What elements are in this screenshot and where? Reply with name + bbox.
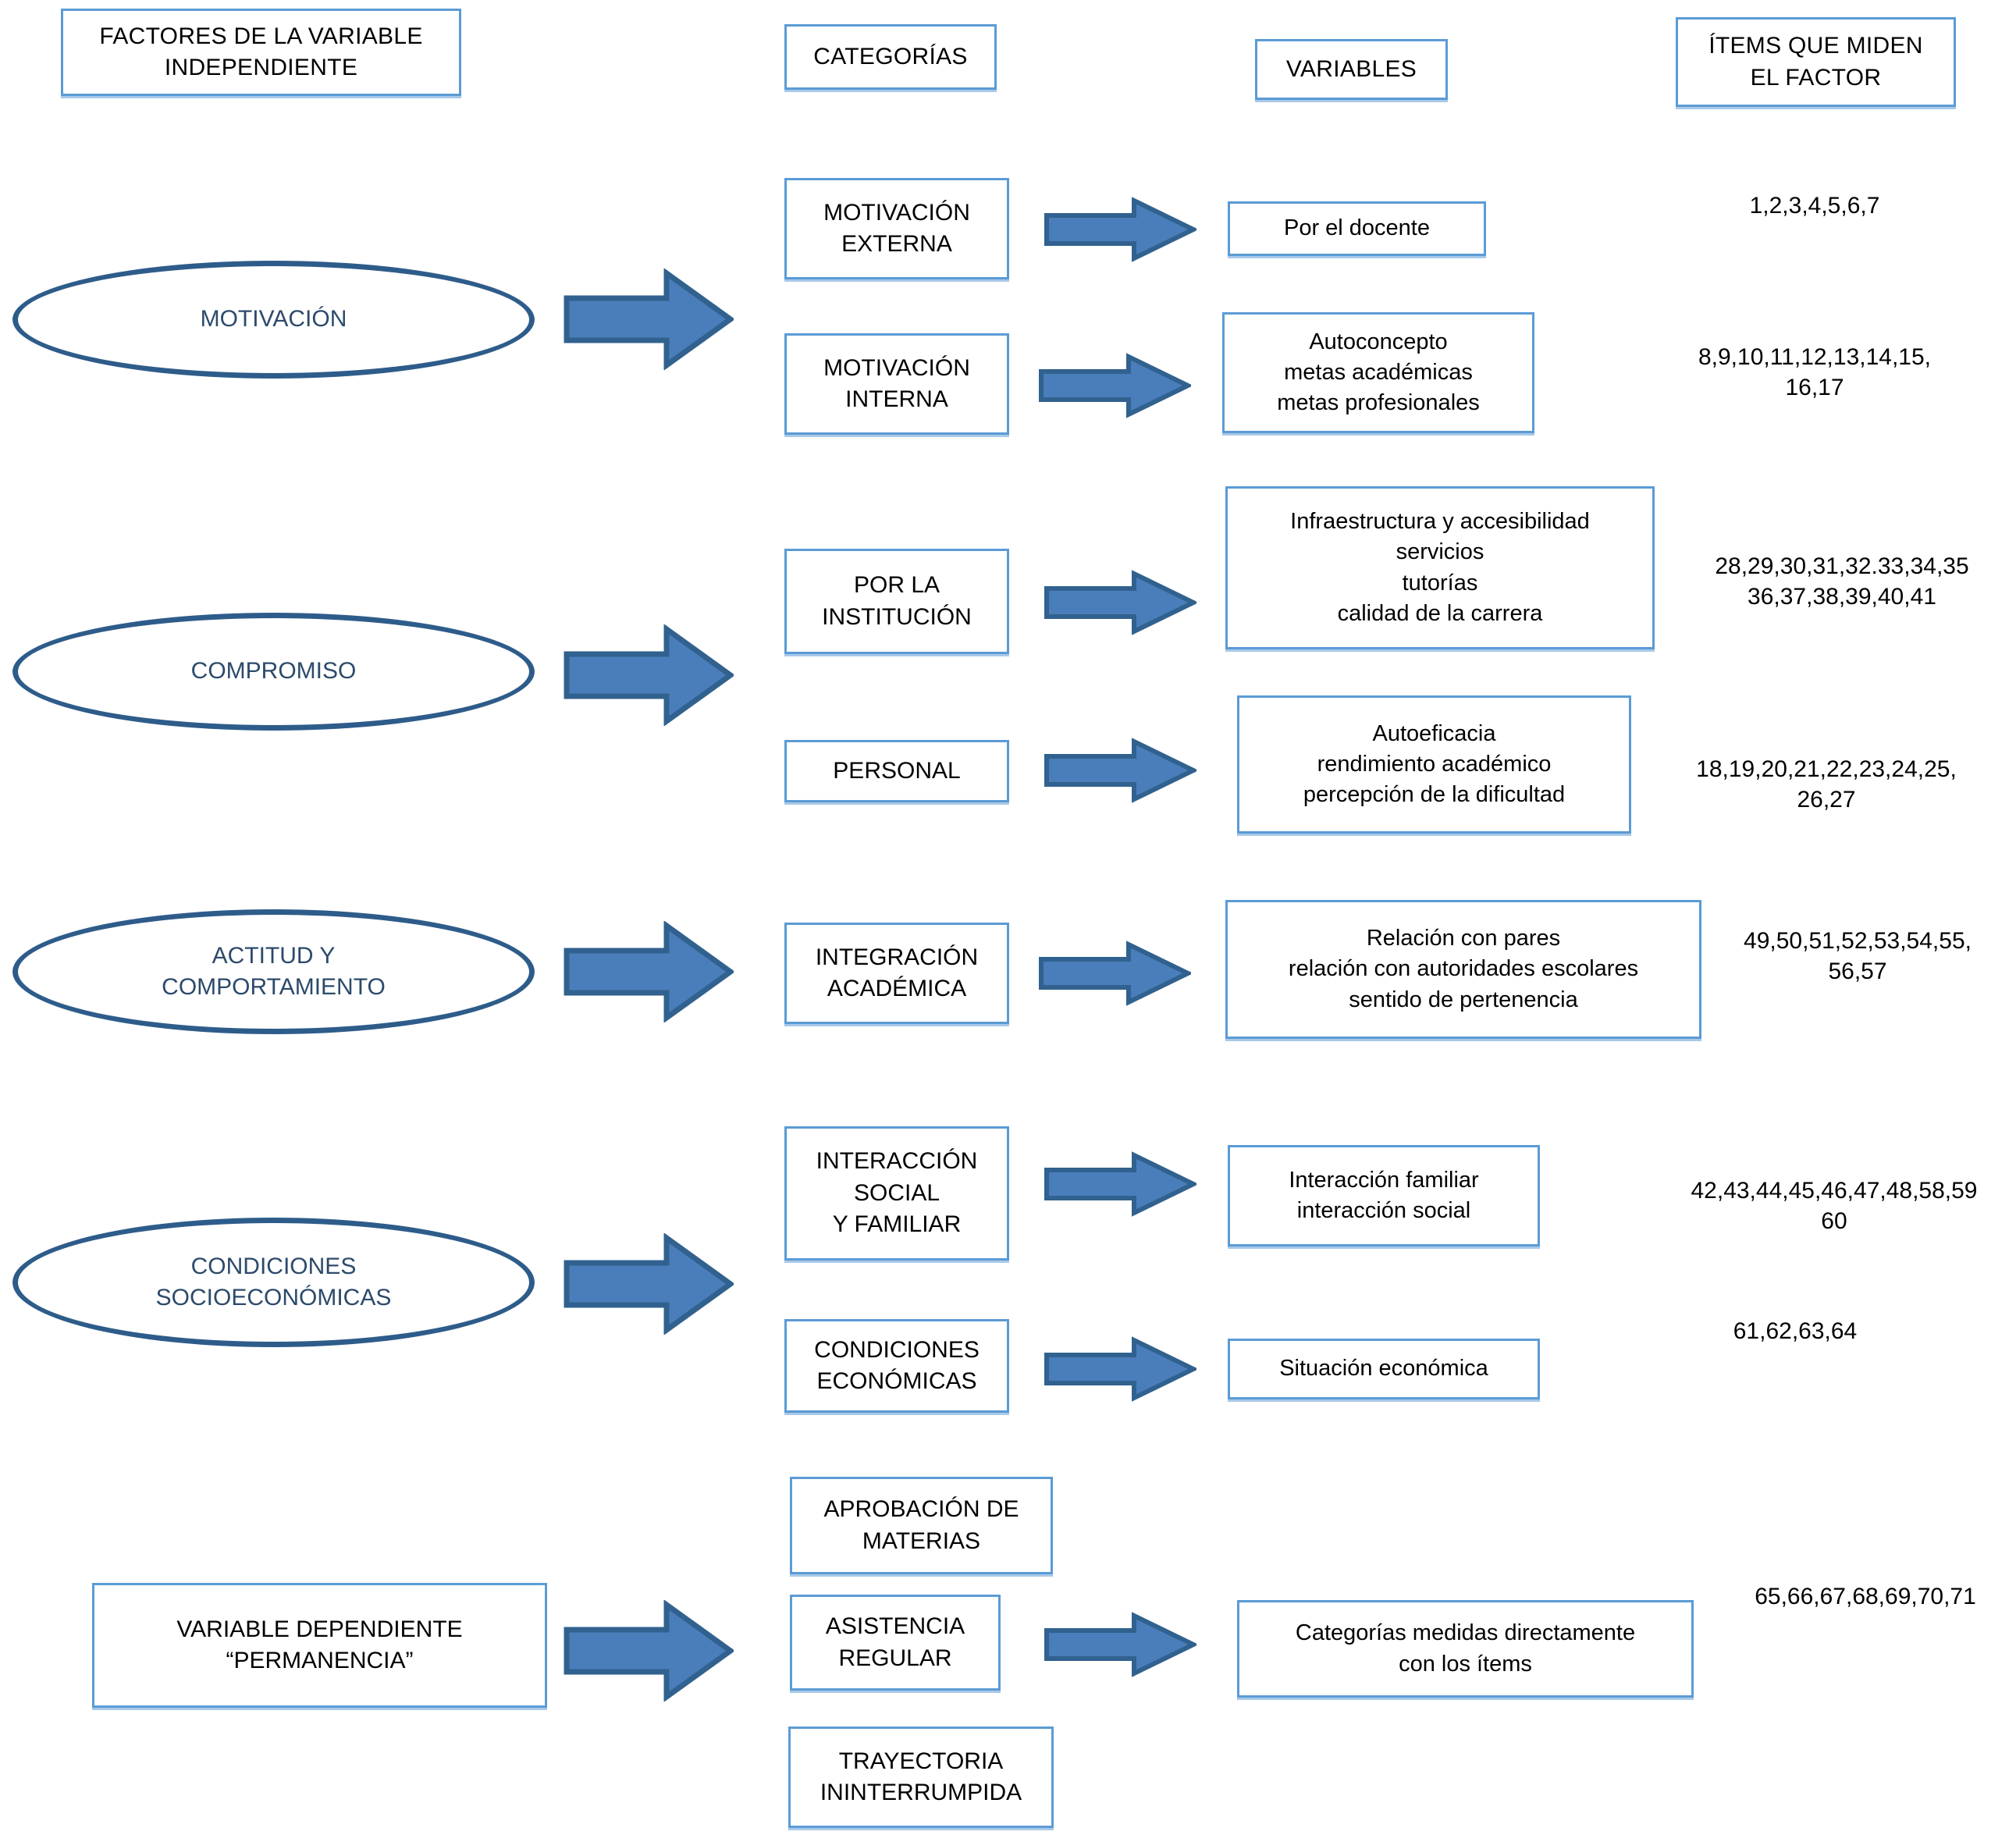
items-label-personal: 18,19,20,21,22,23,24,25,26,27 [1696, 756, 1957, 813]
variable-box-por-el-docente: Por el docente [1228, 201, 1486, 256]
items-text-motivacion-interna: 8,9,10,11,12,13,14,15,16,17 [1635, 337, 1994, 407]
right-arrow-icon-interaccion-social-familiar [1044, 1151, 1196, 1217]
right-arrow-icon-dependent [564, 1600, 734, 1702]
items-label-integracion-academica: 49,50,51,52,53,54,55,56,57 [1744, 928, 1972, 984]
right-arrow-icon-condiciones-economicas [1044, 1336, 1196, 1402]
right-arrow-icon-motivacion-externa [1044, 197, 1196, 262]
items-label-dependent: 65,66,67,68,69,70,71 [1755, 1583, 1976, 1609]
dependent-variable-box: VARIABLE DEPENDIENTE“PERMANENCIA” [92, 1583, 547, 1708]
right-arrow-icon-factor-motivacion [564, 268, 734, 370]
right-arrow-icon-factor-actitud [564, 921, 734, 1022]
items-label-motivacion-externa: 1,2,3,4,5,6,7 [1749, 192, 1880, 219]
right-arrow-icon-por-la-institucion [1044, 570, 1196, 635]
factor-ellipse-compromiso: COMPROMISO [12, 613, 535, 731]
items-label-condiciones-economicas: 61,62,63,64 [1733, 1318, 1858, 1344]
header-label-variables: VARIABLES [1285, 55, 1417, 82]
right-arrow-icon-dependent-variable [1044, 1612, 1196, 1677]
factor-label-compromiso: COMPROMISO [190, 658, 357, 685]
dependent-variable-label: VARIABLE DEPENDIENTE“PERMANENCIA” [176, 1616, 463, 1674]
variable-label-por-el-docente: Por el docente [1283, 215, 1430, 241]
items-text-dependent: 65,66,67,68,69,70,71 [1717, 1577, 2014, 1616]
factor-ellipse-motivacion: MOTIVACIÓN [12, 261, 535, 379]
items-text-motivacion-externa: 1,2,3,4,5,6,7 [1643, 186, 1986, 225]
right-arrow-icon-personal [1044, 738, 1196, 803]
header-box-categorias: CATEGORÍAS [784, 24, 997, 90]
factor-label-motivacion: MOTIVACIÓN [200, 306, 347, 333]
items-text-condiciones-economicas: 61,62,63,64 [1655, 1311, 1936, 1350]
items-text-integracion-academica: 49,50,51,52,53,54,55,56,57 [1701, 921, 2014, 991]
category-box-personal: PERSONAL [784, 740, 1009, 802]
header-label-categorias: CATEGORÍAS [813, 43, 968, 69]
right-arrow-icon-factor-socioeconomicas [564, 1233, 734, 1335]
items-label-motivacion-interna: 8,9,10,11,12,13,14,15,16,17 [1698, 344, 1932, 400]
items-text-personal: 18,19,20,21,22,23,24,25,26,27 [1643, 749, 2010, 820]
category-label-personal: PERSONAL [833, 757, 961, 784]
right-arrow-icon-integracion-academica [1038, 941, 1191, 1006]
right-arrow-icon-motivacion-interna [1038, 353, 1191, 418]
header-box-variables: VARIABLES [1255, 39, 1448, 100]
variable-label-situacion-economica: Situación económica [1279, 1356, 1488, 1382]
right-arrow-icon-factor-compromiso [564, 624, 734, 726]
variable-box-situacion-economica: Situación económica [1228, 1339, 1540, 1399]
